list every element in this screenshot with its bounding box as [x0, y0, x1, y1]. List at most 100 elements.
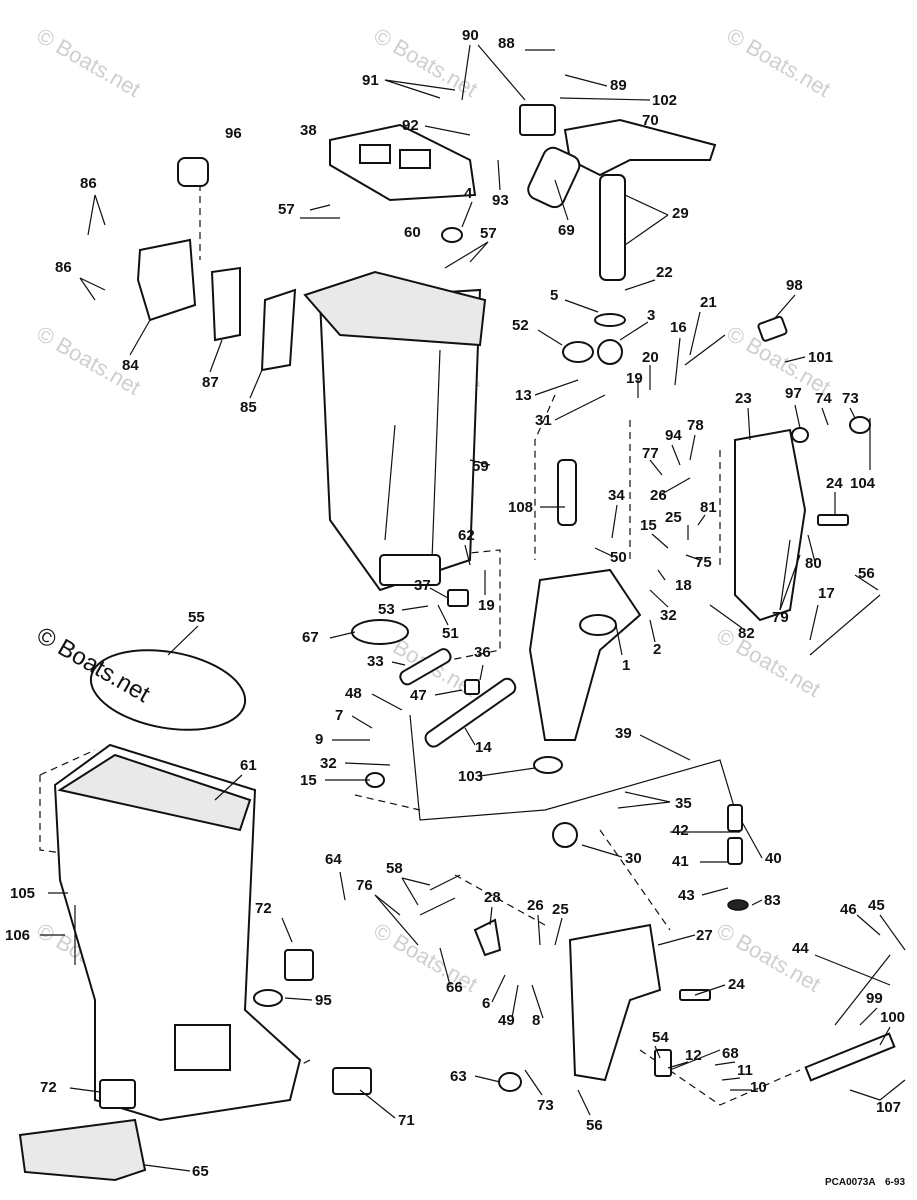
part-label: 61: [240, 757, 257, 774]
part-label: 82: [738, 625, 755, 642]
part-label: 96: [225, 125, 242, 142]
part-label: 15: [300, 772, 317, 789]
part-label: 59: [472, 458, 489, 475]
leader-lines: [40, 44, 906, 1172]
part-label: 89: [610, 77, 627, 94]
part-label: 63: [450, 1068, 467, 1085]
part-label: 14: [475, 739, 492, 756]
part-label: 16: [670, 319, 687, 336]
part-label: 76: [356, 877, 373, 894]
part-label: 12: [685, 1047, 702, 1064]
part-labels: 90 88 91 89 102 92 70 38 96 93 29 69 86 …: [5, 27, 905, 1180]
grommet-96: [177, 157, 209, 187]
part-label: 62: [458, 527, 475, 544]
part-label: 102: [652, 92, 677, 109]
part-label: 22: [656, 264, 673, 281]
part-label: 55: [188, 609, 205, 626]
part-label: 49: [498, 1012, 515, 1029]
part-label: 67: [302, 629, 319, 646]
part-label: 50: [610, 549, 627, 566]
swivel-bracket: [528, 568, 642, 741]
part-label: 105: [10, 885, 35, 902]
part-label: 69: [558, 222, 575, 239]
gasket-85: [260, 288, 297, 372]
part-label: 95: [315, 992, 332, 1009]
part-label: 7: [335, 707, 343, 724]
part-label: 26: [650, 487, 667, 504]
part-label: 86: [80, 175, 97, 192]
part-label: 19: [626, 370, 643, 387]
part-label: 81: [700, 499, 717, 516]
part-label: 108: [508, 499, 533, 516]
part-label: 71: [398, 1112, 415, 1129]
seal-ring-55: [89, 649, 247, 731]
part-label: 73: [842, 390, 859, 407]
part-label: 56: [586, 1117, 603, 1134]
part-label: 93: [492, 192, 509, 209]
part-label: 58: [386, 860, 403, 877]
part-label: 48: [345, 685, 362, 702]
part-label: 5: [550, 287, 558, 304]
part-label: 15: [640, 517, 657, 534]
part-label: 28: [484, 889, 501, 906]
cable-39: [409, 714, 736, 821]
part-label: 83: [764, 892, 781, 909]
part-label: 74: [815, 390, 832, 407]
part-label: 47: [410, 687, 427, 704]
part-label: 104: [850, 475, 876, 492]
tube-14: [424, 677, 517, 748]
stern-bracket-left: [568, 923, 662, 1082]
part-label: 103: [458, 768, 483, 785]
part-label: 107: [876, 1099, 901, 1116]
part-label: 52: [512, 317, 529, 334]
part-label: 97: [785, 385, 802, 402]
part-label: 32: [320, 755, 337, 772]
tube-108: [557, 459, 577, 526]
part-label: 86: [55, 259, 72, 276]
part-label: 88: [498, 35, 515, 52]
part-label: 53: [378, 601, 395, 618]
part-label: 73: [537, 1097, 554, 1114]
part-label: 36: [474, 644, 491, 661]
part-label: 42: [672, 822, 689, 839]
part-label: 54: [652, 1029, 669, 1046]
part-label: 98: [786, 277, 803, 294]
part-label: 1: [622, 657, 630, 674]
drive-shaft-housing: [303, 270, 487, 592]
part-label: 72: [255, 900, 272, 917]
part-label: 4: [464, 185, 473, 202]
part-label: 33: [367, 653, 384, 670]
part-label: 40: [765, 850, 782, 867]
part-label: 8: [532, 1012, 540, 1029]
part-label: 25: [665, 509, 682, 526]
part-label: 41: [672, 853, 689, 870]
part-label: 34: [608, 487, 625, 504]
part-label: 68: [722, 1045, 739, 1062]
lower-cover: [18, 1118, 147, 1182]
part-label: 94: [665, 427, 682, 444]
part-label: 92: [402, 117, 419, 134]
exhaust-housing: [53, 743, 302, 1122]
part-label: 57: [480, 225, 497, 242]
part-label: 100: [880, 1009, 905, 1026]
part-label: 91: [362, 72, 379, 89]
watermark: © Boats.net: [370, 918, 482, 997]
part-label: 29: [672, 205, 689, 222]
part-label: 101: [808, 349, 833, 366]
footer-date: 6-93: [885, 1177, 905, 1188]
part-label: 20: [642, 349, 659, 366]
part-label: 32: [660, 607, 677, 624]
part-label: 80: [805, 555, 822, 572]
part-label: 27: [696, 927, 713, 944]
part-label: 57: [278, 201, 295, 218]
part-label: 11: [737, 1062, 753, 1079]
part-label: 85: [240, 399, 257, 416]
part-label: 45: [868, 897, 885, 914]
part-label: 46: [840, 901, 857, 918]
part-label: 2: [653, 641, 661, 658]
plate-100: [804, 1032, 896, 1082]
watermark: © Boats.net: [33, 23, 145, 102]
part-label: 6: [482, 995, 490, 1012]
small-parts: [74, 104, 881, 1109]
